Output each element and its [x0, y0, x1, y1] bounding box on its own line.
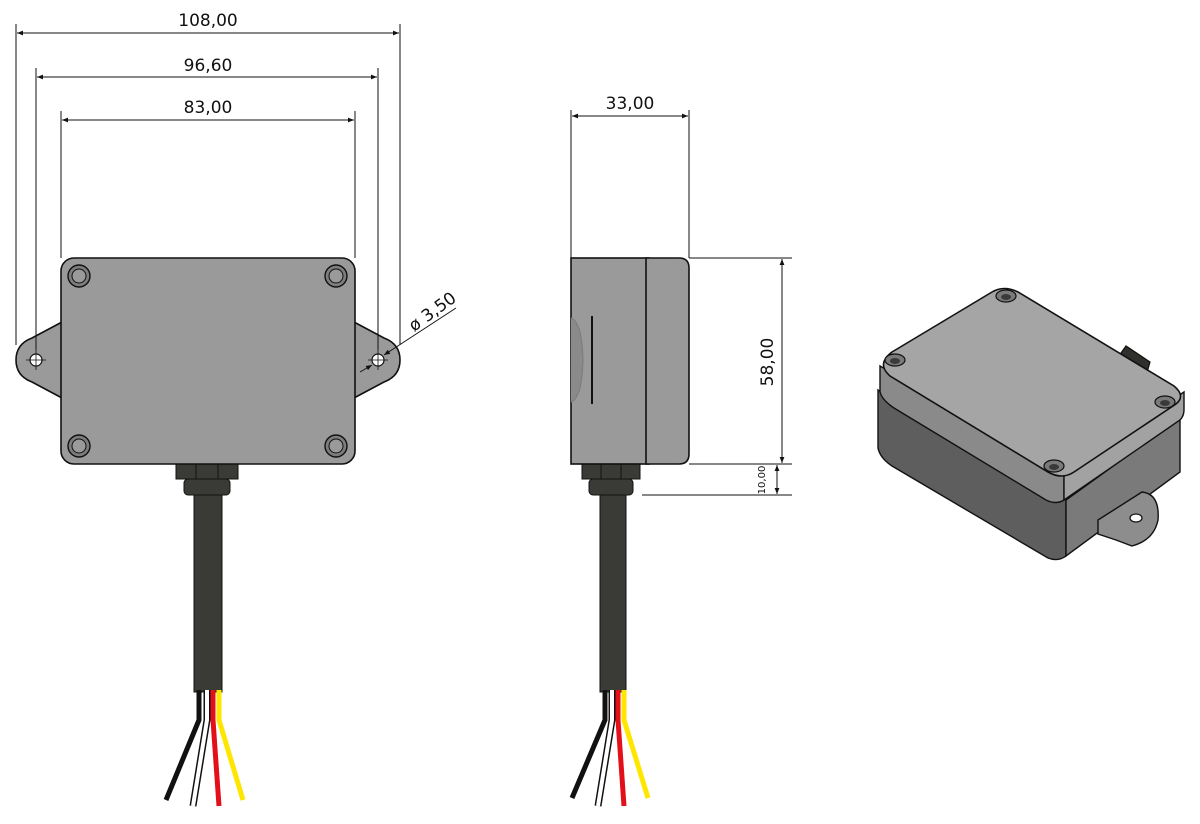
- front-wires: [163, 690, 246, 807]
- iso-screw-left: [884, 353, 906, 367]
- mount-hole-spacing-label: 96,60: [184, 56, 233, 76]
- dim-mount-hole-spacing: 96,60: [35, 56, 379, 350]
- dim-depth: 33,00: [570, 94, 690, 258]
- dim-gland-height: 10,00: [642, 465, 792, 496]
- side-wire-yellow: [621, 690, 651, 799]
- side-flange-profile: [570, 317, 584, 403]
- wire-black: [163, 690, 202, 801]
- iso-base-left-face: [877, 388, 1067, 561]
- wire-yellow: [216, 690, 246, 801]
- wire-red: [210, 690, 222, 807]
- side-view: 33,00 58,00 10,00: [569, 94, 792, 807]
- screw-top-right: [324, 264, 348, 288]
- depth-label: 33,00: [606, 94, 655, 114]
- height-label: 58,00: [758, 338, 778, 387]
- side-wire-black: [569, 690, 608, 799]
- iso-flange-hole: [1129, 513, 1143, 523]
- hole-diameter-label: ø 3,50: [405, 288, 460, 336]
- right-mount-hole: [368, 350, 388, 370]
- screw-bottom-left: [67, 434, 91, 458]
- front-housing: [60, 257, 356, 465]
- body-width-label: 83,00: [184, 98, 233, 118]
- front-view: 108,00 96,60 83,00 ø 3,50: [15, 11, 460, 807]
- side-wire-white-core: [596, 690, 614, 807]
- overall-width-label: 108,00: [178, 11, 237, 31]
- iso-lid-top: [882, 287, 1182, 477]
- iso-lid-left-face: [879, 364, 1065, 504]
- isometric-view: [877, 287, 1185, 561]
- side-housing-lid: [645, 257, 690, 465]
- gland-height-label: 10,00: [757, 466, 768, 495]
- dim-overall-width: 108,00: [15, 11, 401, 345]
- side-wires: [569, 690, 651, 807]
- iso-screw-back: [995, 289, 1017, 303]
- iso-screw-front: [1043, 459, 1065, 473]
- side-cable-gland: [581, 462, 641, 496]
- front-screws: [67, 264, 348, 458]
- screw-top-left: [67, 264, 91, 288]
- front-cable: [193, 489, 223, 693]
- dim-body-width: 83,00: [60, 98, 356, 258]
- dim-height: 58,00: [689, 257, 792, 465]
- side-housing-base: [570, 257, 650, 465]
- iso-flange: [1097, 491, 1159, 547]
- side-wire-red: [615, 690, 627, 807]
- side-cable: [599, 489, 627, 693]
- iso-screws: [884, 289, 1176, 473]
- front-cable-gland: [175, 462, 239, 496]
- left-mount-hole: [26, 350, 46, 370]
- wire-white-core: [191, 690, 209, 807]
- screw-bottom-right: [324, 434, 348, 458]
- iso-screw-right: [1154, 395, 1176, 409]
